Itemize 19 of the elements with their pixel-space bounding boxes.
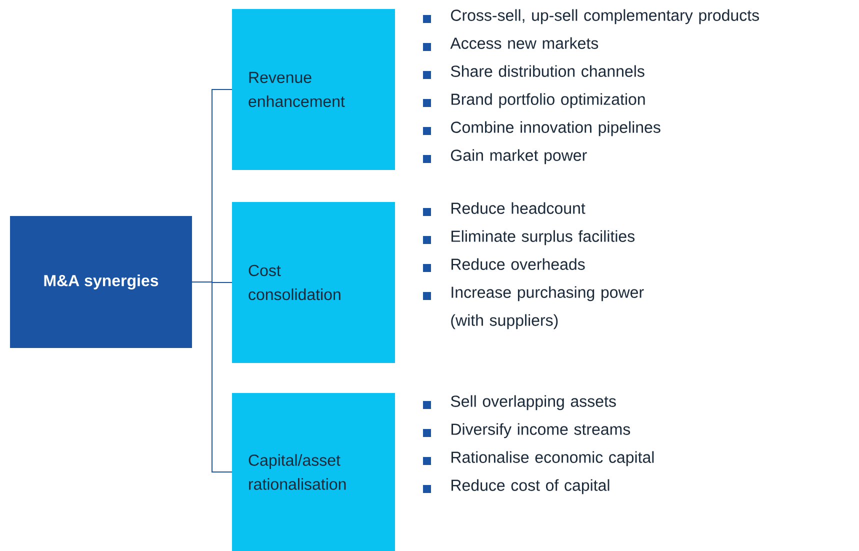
bullet-text: Combine innovation pipelines: [451, 121, 660, 136]
bullet-text: Brand portfolio optimization: [452, 93, 645, 108]
bullet-text: Diversify income streams: [452, 423, 630, 438]
category-box: Cost consolidation: [232, 202, 395, 363]
category-box: Capital/asset rationalisation: [232, 393, 395, 551]
connector-line: [192, 282, 232, 472]
bullet-text: Rationalise economic capital: [452, 451, 654, 466]
root-box: M&A synergies: [10, 216, 192, 348]
bullet-text: Increase purchasing power (with suppliers): [451, 286, 644, 330]
bullet-text: Reduce cost of capital: [452, 479, 610, 494]
bullet-text: Share distribution channels: [450, 65, 644, 77]
bullet-text: Sell overlapping assets: [450, 395, 616, 410]
bullet-text: Eliminate surplus facilities: [452, 230, 635, 246]
bullet-text: Access new markets: [450, 37, 598, 49]
bullet-text: Reduce headcount: [452, 202, 586, 214]
bullet-text: Reduce overheads: [452, 258, 585, 270]
bullet-text: Cross-sell, up-sell complementary products: [451, 9, 759, 24]
category-box: Revenue enhancement: [232, 9, 395, 170]
bullet-text: Gain market power: [451, 149, 587, 164]
